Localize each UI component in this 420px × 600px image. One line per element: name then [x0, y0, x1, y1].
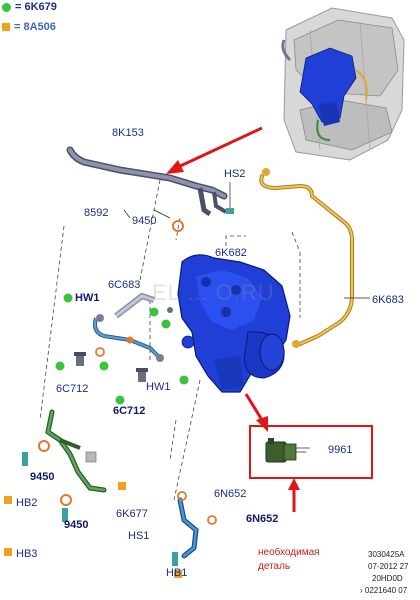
orange-square-icon — [2, 23, 10, 31]
label-6k682: 6K682 — [215, 247, 247, 259]
label-hs2: HS2 — [224, 168, 246, 180]
label-leaders — [123, 182, 370, 449]
label-6n652-a: 6N652 — [214, 488, 247, 500]
hardware-bolts — [74, 220, 184, 382]
label-6c712-mid: 6C712 — [113, 405, 146, 417]
meta-model: 20HD0D — [372, 574, 403, 583]
pipe-6c683 — [93, 292, 164, 362]
label-6n652-b: 6N652 — [246, 513, 279, 525]
label-9961: 9961 — [328, 444, 353, 456]
pipe-lower-green — [22, 409, 107, 522]
label-9450-mid: 9450 — [30, 471, 55, 483]
callout-line-1: необходимая — [258, 547, 320, 558]
legend-green: = 6K679 — [2, 1, 57, 13]
label-hs1: HS1 — [128, 530, 150, 542]
green-markers — [55, 293, 189, 405]
pipe-8k153 — [66, 146, 234, 217]
label-hw1-left: HW1 — [75, 292, 100, 304]
label-6c712-left: 6C712 — [56, 383, 89, 395]
meta-date: 07-2012 27 — [368, 562, 409, 571]
callout-line-2: деталь — [258, 561, 291, 572]
label-6k683: 6K683 — [372, 294, 404, 306]
label-hb2: HB2 — [16, 497, 38, 509]
engine-block-illustration — [281, 7, 405, 161]
meta-ref: › 0221640 07 — [360, 586, 408, 595]
red-arrow-low — [288, 478, 300, 512]
label-9450-top: 9450 — [132, 215, 157, 227]
pipe-6k677 — [172, 491, 217, 566]
legend-green-text: = 6K679 — [15, 1, 57, 13]
red-arrow-top — [166, 126, 263, 174]
legend-orange: = 8A506 — [2, 21, 56, 33]
watermark: EL ... O.RU — [152, 280, 275, 305]
label-hw1-mid: HW1 — [146, 381, 171, 393]
label-8592: 8592 — [84, 207, 109, 219]
label-hb3: HB3 — [16, 548, 38, 560]
green-dot-icon — [2, 2, 11, 12]
label-9450-low: 9450 — [64, 519, 89, 531]
red-arrow-mid — [244, 393, 268, 432]
manifold-6k682 — [177, 254, 291, 393]
label-hb1: HB1 — [166, 567, 188, 579]
label-6k677: 6K677 — [116, 508, 148, 520]
label-8k153: 8K153 — [112, 127, 144, 139]
pipe-6k683 — [259, 168, 354, 348]
part-9961-illustration — [265, 438, 306, 463]
meta-code: 3030425A — [368, 550, 405, 559]
orange-markers — [4, 482, 182, 578]
legend-orange-text: = 8A506 — [14, 21, 56, 33]
highlight-box — [249, 425, 373, 479]
label-6c683: 6C683 — [108, 279, 141, 291]
